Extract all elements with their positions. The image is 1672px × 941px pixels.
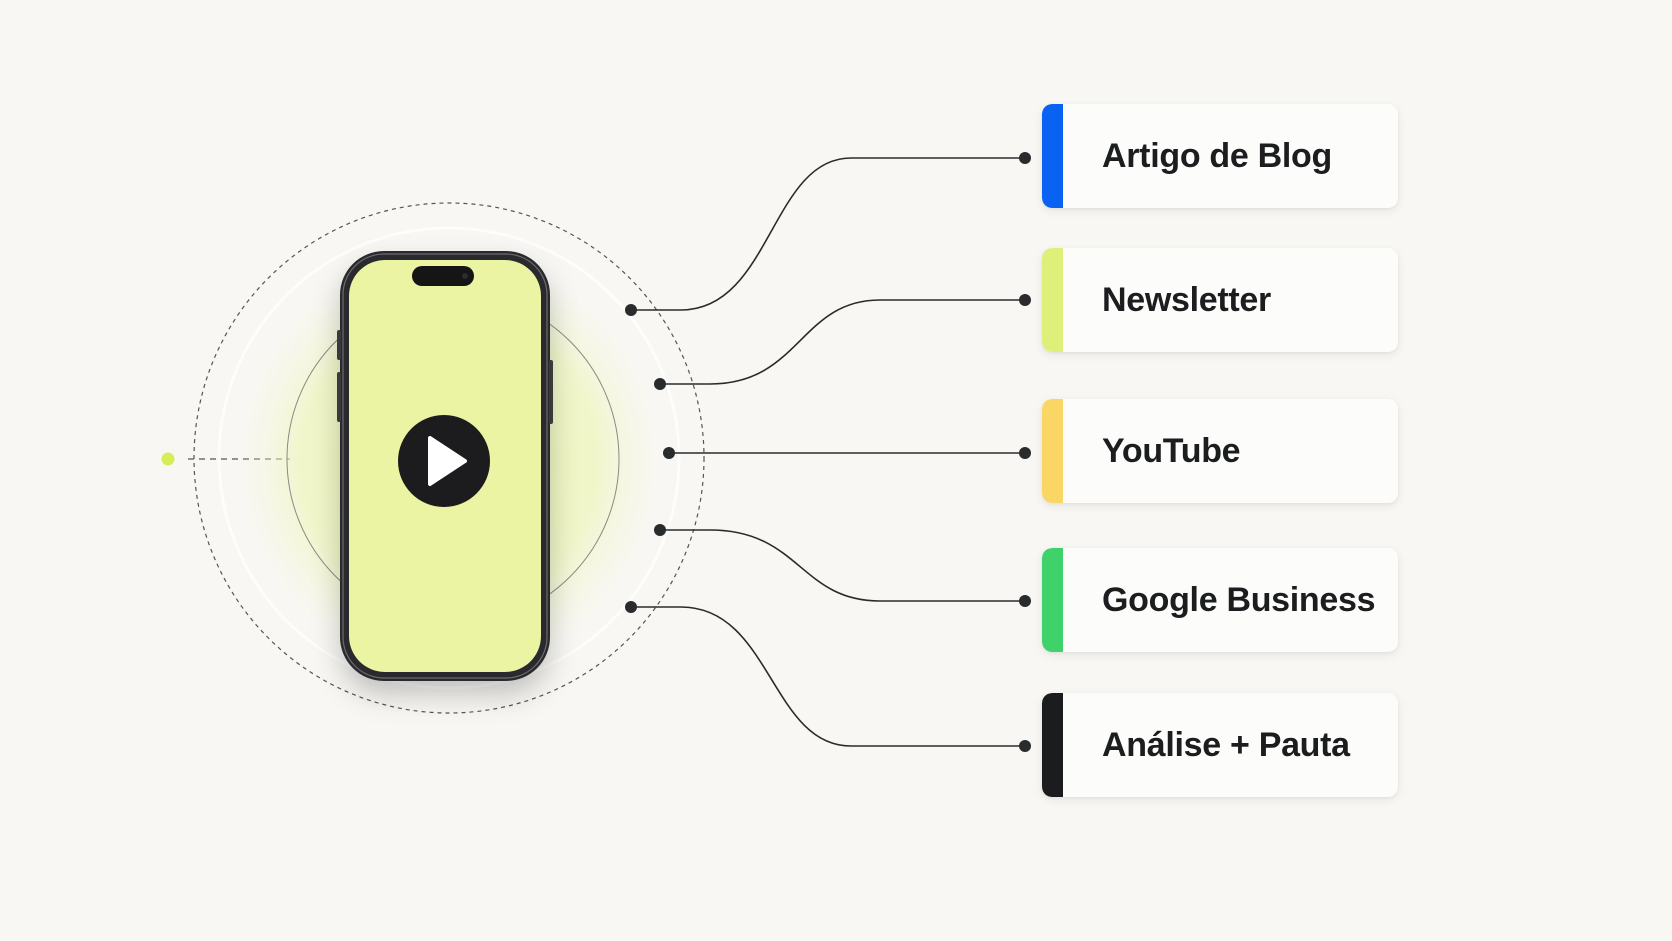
connector-line — [631, 157, 1025, 311]
connector-node — [625, 304, 637, 316]
phone-frame-highlight — [342, 253, 548, 679]
output-card-label: Análise + Pauta — [1102, 725, 1350, 764]
connector-node — [1019, 294, 1031, 306]
connector-node — [1019, 447, 1031, 459]
phone-notch — [412, 266, 474, 286]
connector-node — [1019, 152, 1031, 164]
phone-side-button-left — [337, 330, 341, 360]
output-card-accent — [1042, 693, 1063, 797]
connector-lines — [625, 152, 1031, 752]
connector-node — [654, 378, 666, 390]
output-card-accent — [1042, 248, 1063, 352]
connector-line — [631, 606, 1025, 747]
output-card-newsletter[interactable]: Newsletter — [1042, 248, 1398, 352]
phone-power-button — [549, 360, 553, 424]
phone-camera — [462, 273, 468, 279]
output-card-label: YouTube — [1102, 431, 1241, 470]
glow-highlight-ring — [217, 226, 681, 690]
output-card-label: Newsletter — [1102, 280, 1271, 319]
connector-node — [625, 601, 637, 613]
output-card-label: Artigo de Blog — [1102, 136, 1332, 175]
output-card-accent — [1042, 104, 1063, 208]
source-dot — [161, 452, 175, 466]
phone-volume-button — [337, 372, 341, 422]
connector-node — [654, 524, 666, 536]
output-card-accent — [1042, 399, 1063, 503]
play-icon[interactable] — [398, 415, 490, 507]
output-card-analise-pauta[interactable]: Análise + Pauta — [1042, 693, 1398, 797]
connector-node — [1019, 595, 1031, 607]
output-card-artigo-de-blog[interactable]: Artigo de Blog — [1042, 104, 1398, 208]
connector-line — [660, 299, 1025, 385]
connector-node — [1019, 740, 1031, 752]
output-card-label: Google Business — [1102, 580, 1376, 619]
output-card-youtube[interactable]: YouTube — [1042, 399, 1398, 503]
connector-line — [660, 529, 1025, 602]
outer-dashed-ring — [193, 202, 705, 714]
connector-node — [663, 447, 675, 459]
output-card-accent — [1042, 548, 1063, 652]
output-card-google-business[interactable]: Google Business — [1042, 548, 1398, 652]
